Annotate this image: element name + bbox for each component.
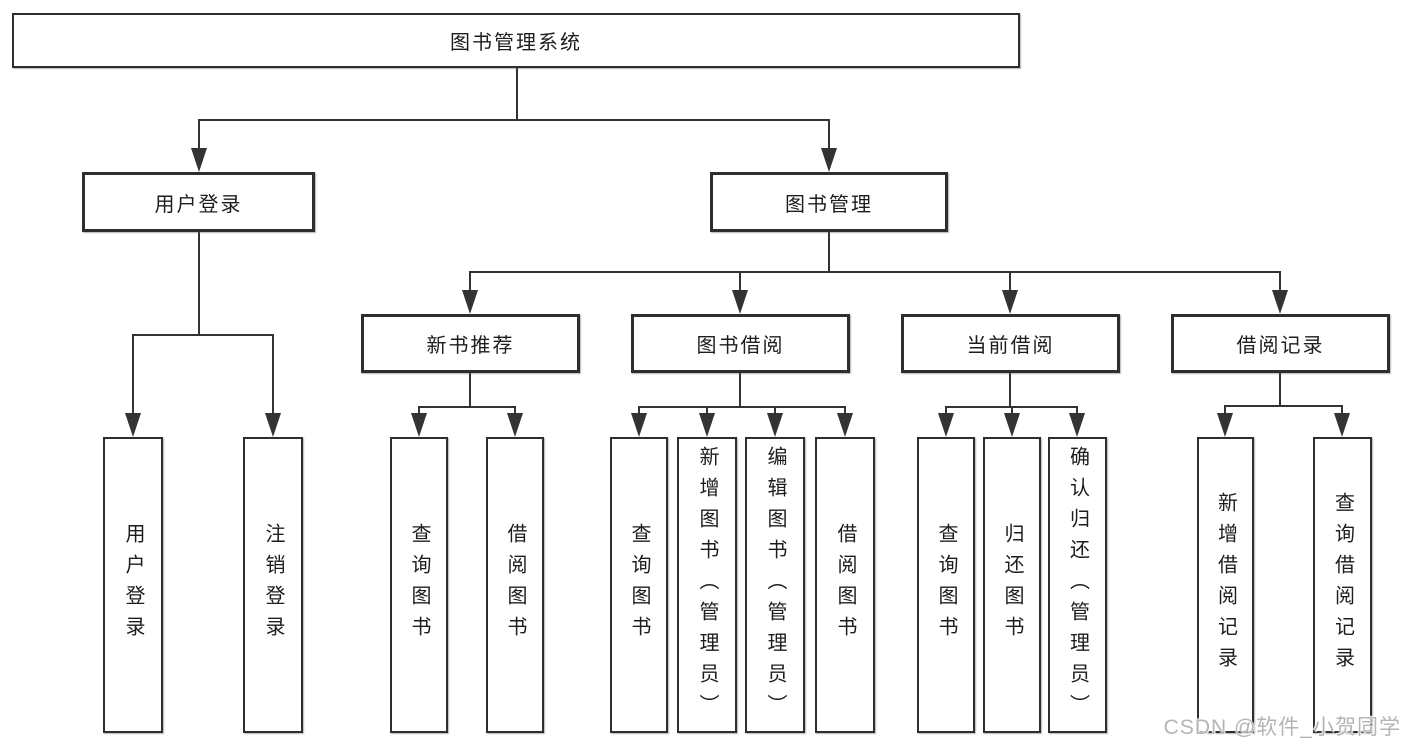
node-label: 用户登录 — [122, 523, 144, 647]
node-borrowing-records: 借阅记录 — [1171, 314, 1390, 373]
leaf-query-books-current: 查询图书 — [917, 437, 975, 733]
node-label: 借阅记录 — [1236, 335, 1325, 357]
leaf-query-books-borrowing: 查询图书 — [610, 437, 668, 733]
node-label: 归还图书 — [1001, 523, 1023, 647]
node-label: 查询图书 — [408, 523, 430, 647]
node-label: 注销登录 — [262, 523, 284, 647]
leaf-logout: 注销登录 — [243, 437, 303, 733]
node-book-borrowing: 图书借阅 — [631, 314, 850, 373]
node-label: 编辑图书（管理员） — [764, 445, 786, 725]
node-label: 确认归还（管理员） — [1066, 445, 1089, 725]
node-label: 查询图书 — [628, 523, 650, 647]
node-label: 用户登录 — [154, 193, 243, 216]
node-label: 图书管理 — [785, 193, 873, 216]
node-user-login: 用户登录 — [82, 172, 315, 232]
leaf-add-books-admin: 新增图书（管理员） — [677, 437, 737, 733]
node-label: 新增图书（管理员） — [696, 445, 718, 725]
node-label: 当前借阅 — [966, 335, 1055, 357]
csdn-watermark: CSDN @软件_小贺同学 — [1163, 716, 1401, 739]
node-label: 新书推荐 — [426, 335, 515, 357]
leaf-borrow-books-recommend: 借阅图书 — [486, 437, 544, 733]
node-book-management: 图书管理 — [710, 172, 948, 232]
node-label: 借阅图书 — [834, 523, 856, 647]
node-label: 新增借阅记录 — [1214, 492, 1237, 678]
leaf-confirm-return-admin: 确认归还（管理员） — [1048, 437, 1107, 733]
leaf-add-borrow-record: 新增借阅记录 — [1197, 437, 1254, 733]
node-label: 查询借阅记录 — [1331, 492, 1354, 678]
node-label: 借阅图书 — [504, 523, 526, 647]
leaf-query-borrow-record: 查询借阅记录 — [1313, 437, 1372, 733]
leaf-edit-books-admin: 编辑图书（管理员） — [745, 437, 805, 733]
leaf-user-login: 用户登录 — [103, 437, 163, 733]
node-current-borrowing: 当前借阅 — [901, 314, 1120, 373]
leaf-query-books-recommend: 查询图书 — [390, 437, 448, 733]
node-label: 图书管理系统 — [450, 32, 582, 54]
node-label: 查询图书 — [935, 523, 957, 647]
leaf-borrow-books-borrowing: 借阅图书 — [815, 437, 875, 733]
node-new-book-recommendation: 新书推荐 — [361, 314, 580, 373]
leaf-return-books: 归还图书 — [983, 437, 1041, 733]
node-label: 图书借阅 — [696, 335, 785, 357]
node-root-book-management-system: 图书管理系统 — [12, 13, 1020, 68]
